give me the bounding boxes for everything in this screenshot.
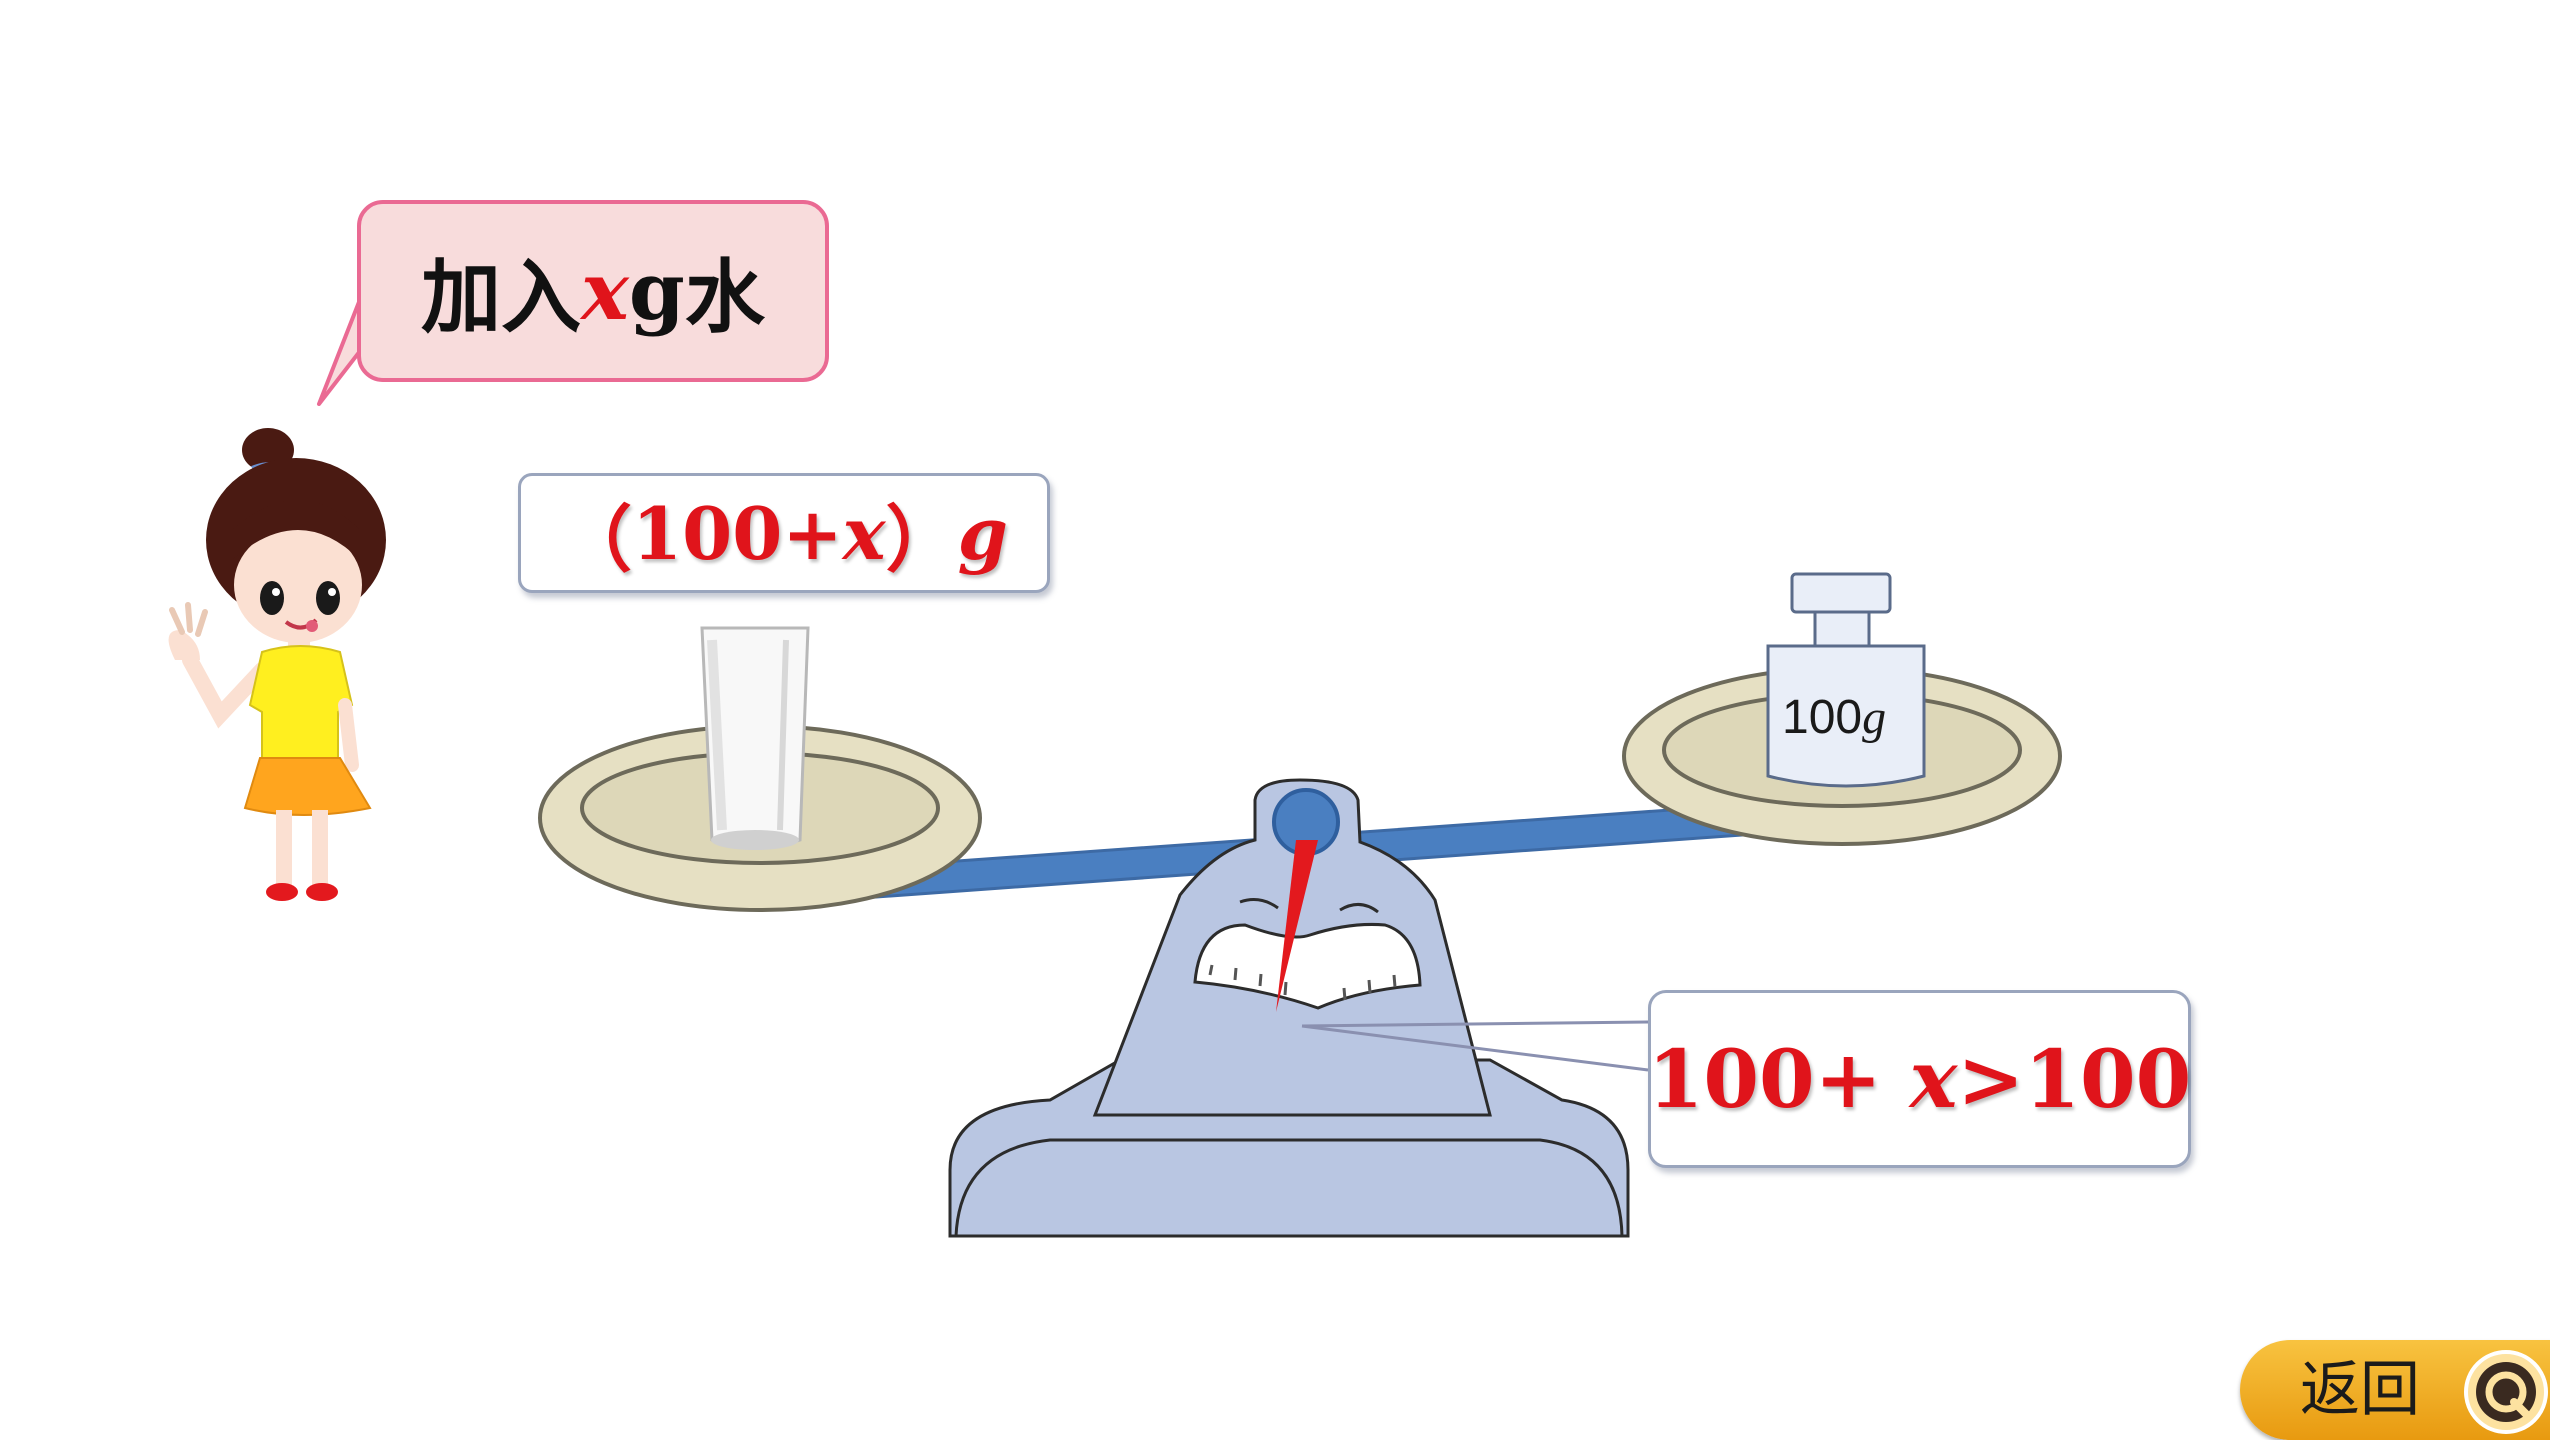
mass-number: 100+ <box>632 490 843 576</box>
back-arrow-icon <box>2464 1350 2548 1434</box>
bubble-variable: x <box>581 244 629 338</box>
callout-pointer <box>1301 1020 1649 1072</box>
inequality-variable: x <box>1909 1032 1958 1126</box>
inequality-label: 100+ x>100 <box>1648 990 2191 1168</box>
weight-block <box>1766 572 1926 788</box>
mass-label: （100+x）g <box>518 473 1050 593</box>
weight-label: 100g <box>1782 691 1886 744</box>
bubble-text-1: 加入 <box>421 250 582 344</box>
bubble-unit: g <box>628 244 685 338</box>
bubble-text-2: 水 <box>684 250 765 344</box>
mass-close-paren: ） <box>885 496 958 582</box>
weight-number: 100 <box>1782 691 1862 744</box>
back-button-label: 返回 <box>2300 1355 2420 1425</box>
weight-unit: g <box>1862 691 1886 744</box>
mass-open-paren: （ <box>560 496 633 582</box>
mass-variable: x <box>842 490 886 576</box>
back-button[interactable]: 返回 <box>2240 1340 2550 1440</box>
inequality-left: 100+ <box>1647 1032 1910 1126</box>
scale-base <box>948 778 1630 1238</box>
girl-illustration <box>168 428 386 901</box>
inequality-right: >100 <box>1957 1032 2192 1126</box>
mass-unit: g <box>957 490 1008 576</box>
water-glass <box>700 626 810 850</box>
